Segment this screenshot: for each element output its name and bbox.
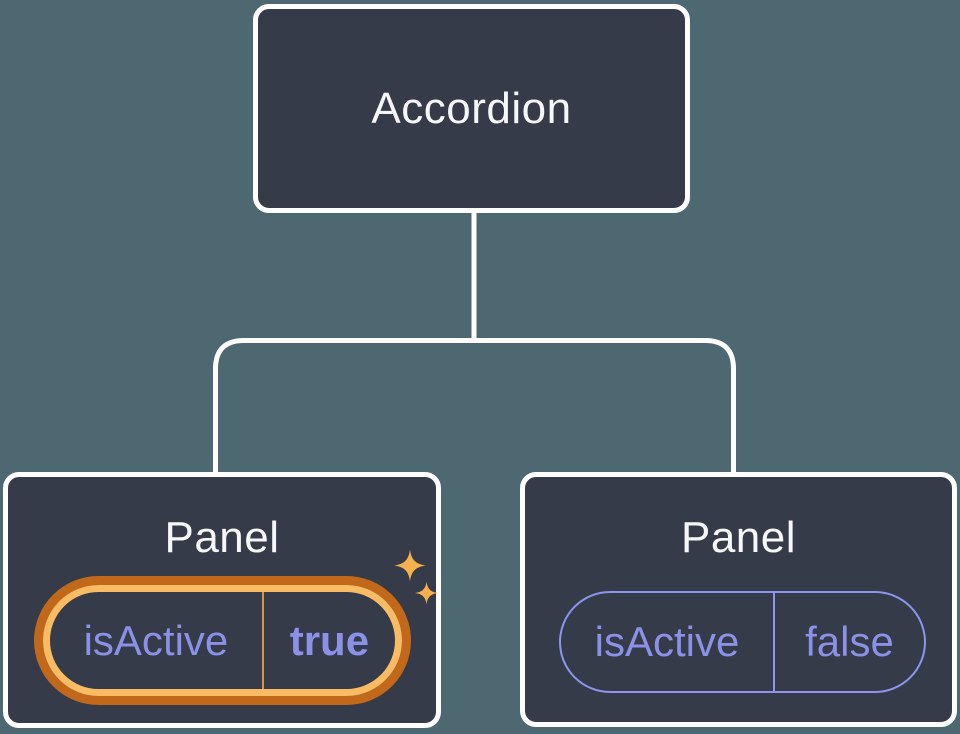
node-panel-active: Panel isActive true <box>3 472 441 728</box>
state-key: isActive <box>83 616 229 664</box>
connector-bracket <box>213 338 736 474</box>
state-value: false <box>772 593 924 691</box>
state-key: isActive <box>594 618 740 665</box>
accordion-label: Accordion <box>371 83 572 133</box>
node-panel-inactive: Panel isActive false <box>520 472 957 727</box>
panel-label: Panel <box>680 513 797 562</box>
state-pill-inactive: isActive false <box>559 591 926 693</box>
state-pill-active: isActive true <box>43 585 402 696</box>
sparkle-icon <box>415 581 438 605</box>
node-accordion: Accordion <box>253 4 690 213</box>
state-value: true <box>261 592 395 689</box>
panel-label: Panel <box>164 513 280 562</box>
